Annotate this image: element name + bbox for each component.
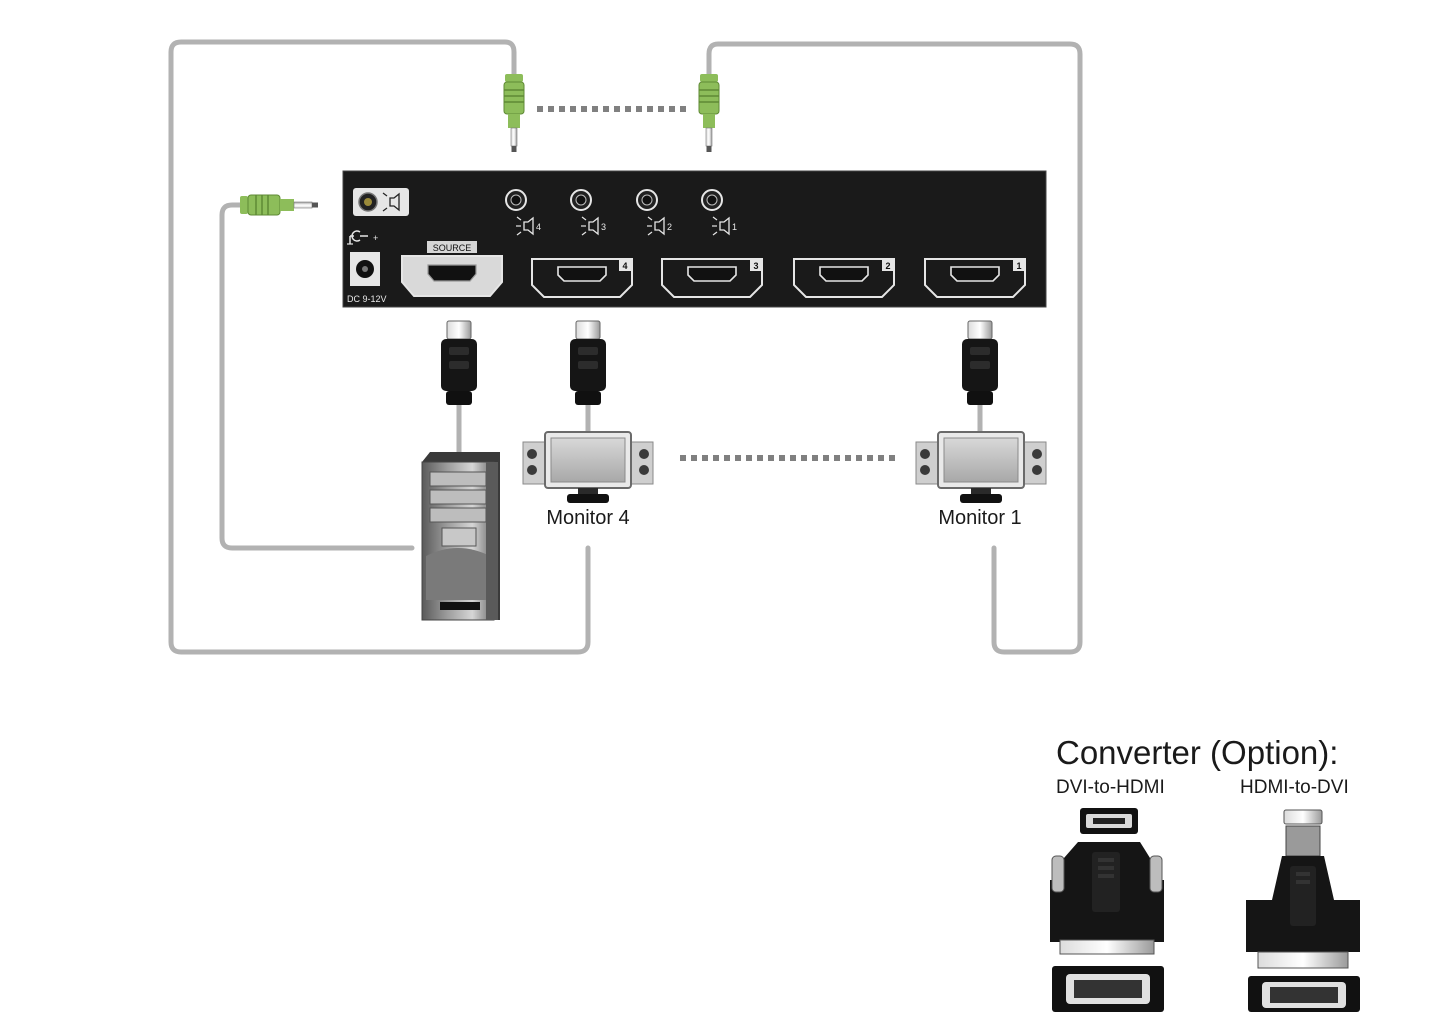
hdmi-plug-out4 — [569, 320, 607, 406]
audio-cable-pc — [219, 202, 415, 551]
source-label: SOURCE — [433, 243, 472, 253]
converter-title: Converter (Option): — [1056, 734, 1338, 771]
audio-plug-right — [698, 73, 720, 153]
svg-text:2: 2 — [667, 222, 672, 232]
speaker-icon — [382, 192, 400, 212]
monitor-4-label: Monitor 4 — [546, 507, 629, 529]
output-2: 2 2 — [636, 189, 895, 298]
audio-plug-pc — [239, 194, 319, 216]
svg-text:1: 1 — [1016, 261, 1021, 271]
hdmi-plug-out1 — [961, 320, 999, 406]
converter-section: Converter (Option): DVI-to-HDMI HDMI-to-… — [1050, 734, 1360, 1012]
output-ports: 4 4 3 3 2 2 — [505, 189, 1026, 298]
hdmi-plug-source — [440, 320, 478, 406]
cables — [168, 39, 1083, 655]
monitor-1-label: Monitor 1 — [938, 507, 1021, 529]
monitor-4-icon — [522, 431, 654, 504]
svg-text:2: 2 — [885, 261, 890, 271]
hdmi-to-dvi-adapter-icon — [1246, 809, 1360, 1012]
power-plus-label: + — [373, 233, 378, 243]
output-3: 3 3 — [570, 189, 763, 298]
output-4: 4 4 — [505, 189, 633, 298]
audio-plug-left — [503, 73, 525, 153]
pc-tower-icon — [421, 452, 500, 621]
output-1: 1 1 — [701, 189, 1026, 298]
converter-dvi-to-hdmi-label: DVI-to-HDMI — [1056, 777, 1165, 798]
audio-cable-monitor1 — [706, 41, 1083, 655]
audio-cable-monitor4 — [168, 39, 591, 655]
converter-hdmi-to-dvi-label: HDMI-to-DVI — [1240, 777, 1349, 798]
hdmi-input-port — [401, 255, 503, 297]
svg-text:4: 4 — [536, 222, 541, 232]
power-label: DC 9-12V — [347, 294, 387, 304]
svg-text:3: 3 — [601, 222, 606, 232]
power-polarity-icon — [347, 230, 368, 245]
audio-in-jack — [358, 192, 378, 212]
dvi-to-hdmi-adapter-icon — [1050, 808, 1164, 1012]
svg-text:3: 3 — [753, 261, 758, 271]
svg-text:4: 4 — [622, 261, 627, 271]
monitor-1-icon — [915, 431, 1047, 504]
splitter-device: + DC 9-12V SOURCE 4 4 — [342, 170, 1047, 308]
svg-text:1: 1 — [732, 222, 737, 232]
